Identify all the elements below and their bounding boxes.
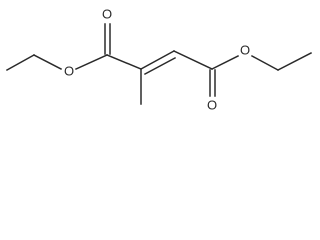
structural-formula: O O O O (5, 7, 313, 113)
atom-o-ester-left: O (64, 64, 74, 79)
bond-alkene-a (139, 49, 176, 71)
atom-o-ester-right: O (240, 43, 250, 58)
bond-o-c-left (75, 54, 108, 70)
structure-canvas: O O O O (0, 0, 319, 118)
bond-ch2-o-left (32, 53, 63, 71)
atom-o-carbonyl-left: O (102, 7, 112, 22)
bond-c-alkene-left (106, 54, 142, 70)
bond-o-ch2-right (250, 54, 280, 72)
bond-ch2-ch3-right (276, 51, 313, 72)
bond-c-o-right (210, 54, 240, 71)
bond-alkene-b (143, 56, 177, 76)
bond-ch3-ch2-left (5, 53, 36, 72)
atom-o-carbonyl-right: O (207, 98, 217, 113)
bond-alkene-c-right (173, 50, 213, 70)
